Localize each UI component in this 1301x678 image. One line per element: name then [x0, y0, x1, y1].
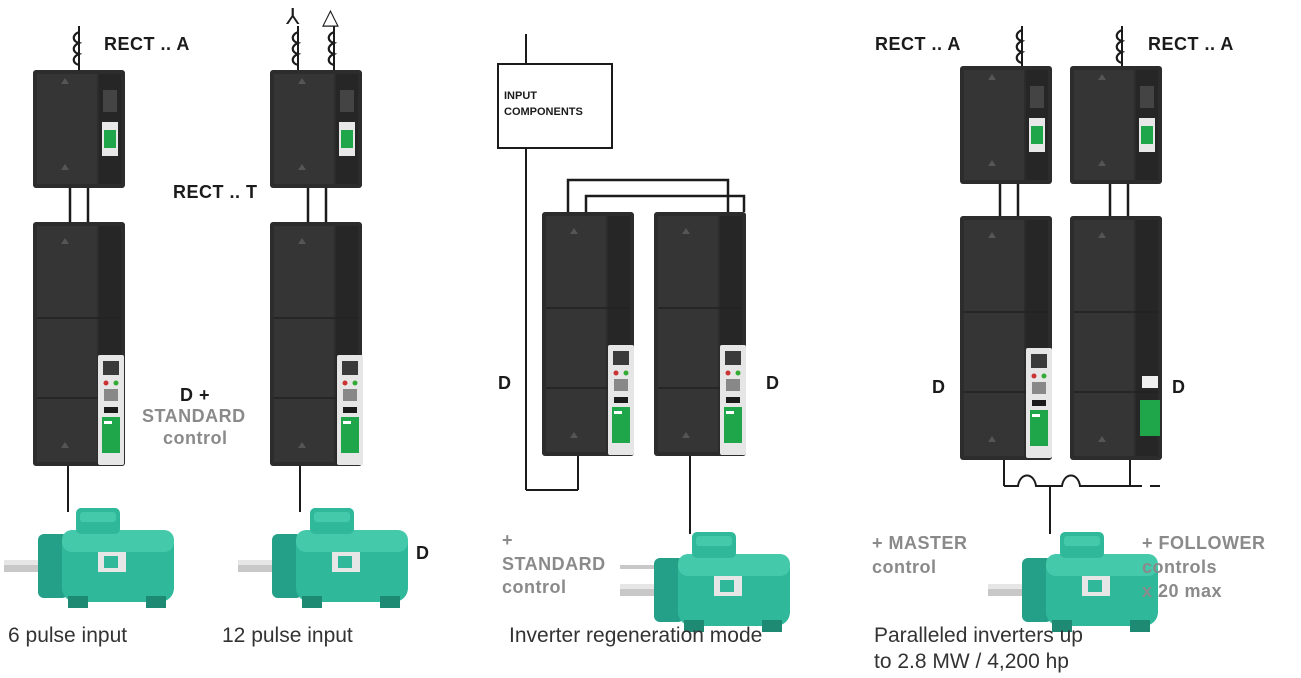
- caption-parallel-2: to 2.8 MW / 4,200 hp: [874, 650, 1069, 673]
- rectifier-drive: [270, 70, 362, 188]
- twelve-pulse-config: [238, 26, 408, 608]
- six-pulse-config: [4, 26, 174, 608]
- rect-a-label-2: RECT .. A: [875, 34, 961, 54]
- d-plus-label: D +: [180, 385, 211, 405]
- arrow-line: [620, 565, 654, 569]
- follower-label: + FOLLOWER: [1142, 533, 1266, 553]
- control-label-1: control: [163, 428, 228, 448]
- control-label-2: control: [502, 577, 567, 597]
- rectifier-drive-left: [960, 66, 1052, 184]
- input-components-line-2: COMPONENTS: [504, 106, 583, 118]
- star-symbol: ⅄: [286, 4, 300, 29]
- input-components-line-1: INPUT: [504, 90, 537, 102]
- motor-icon: [238, 508, 408, 608]
- d-label-parallel-left: D: [932, 377, 946, 397]
- follower-controls-label: controls: [1142, 557, 1218, 577]
- drive-keypad: [720, 345, 746, 455]
- drive-keypad: [98, 355, 124, 465]
- motor-icon: [620, 532, 790, 632]
- motor-icon: [988, 532, 1158, 632]
- d-label-motor-12: D: [416, 543, 430, 563]
- follower-max-label: x 20 max: [1142, 581, 1223, 601]
- parallel-config: [959, 26, 1163, 632]
- master-label: + MASTER: [872, 533, 968, 553]
- caption-parallel-1: Paralleled inverters up: [874, 624, 1083, 647]
- d-label-parallel-right: D: [1172, 377, 1186, 397]
- drive-keypad: [608, 345, 634, 455]
- delta-symbol: △: [322, 4, 339, 29]
- master-control-label: control: [872, 557, 937, 577]
- input-components-box: [497, 63, 613, 149]
- follower-control-module: [1142, 376, 1158, 388]
- drive-keypad: [337, 355, 363, 465]
- motor-icon: [4, 508, 174, 608]
- caption-six-pulse: 6 pulse input: [8, 624, 128, 647]
- rect-a-label-1: RECT .. A: [104, 34, 190, 54]
- caption-regen: Inverter regeneration mode: [509, 624, 763, 647]
- d-label-regen-right: D: [766, 373, 780, 393]
- rect-t-label: RECT .. T: [173, 182, 258, 202]
- follower-keypad: [1140, 400, 1160, 436]
- rect-a-label-3: RECT .. A: [1148, 34, 1234, 54]
- plus-label-regen: +: [502, 530, 514, 550]
- standard-label-2: STANDARD: [502, 554, 606, 574]
- d-label-regen-left: D: [498, 373, 512, 393]
- rectifier-drive-right: [1070, 66, 1162, 184]
- drive-keypad: [1026, 348, 1052, 458]
- caption-twelve-pulse: 12 pulse input: [222, 624, 353, 647]
- rectifier-drive: [33, 70, 125, 188]
- regen-config: [497, 34, 790, 632]
- standard-label-1: STANDARD: [142, 406, 246, 426]
